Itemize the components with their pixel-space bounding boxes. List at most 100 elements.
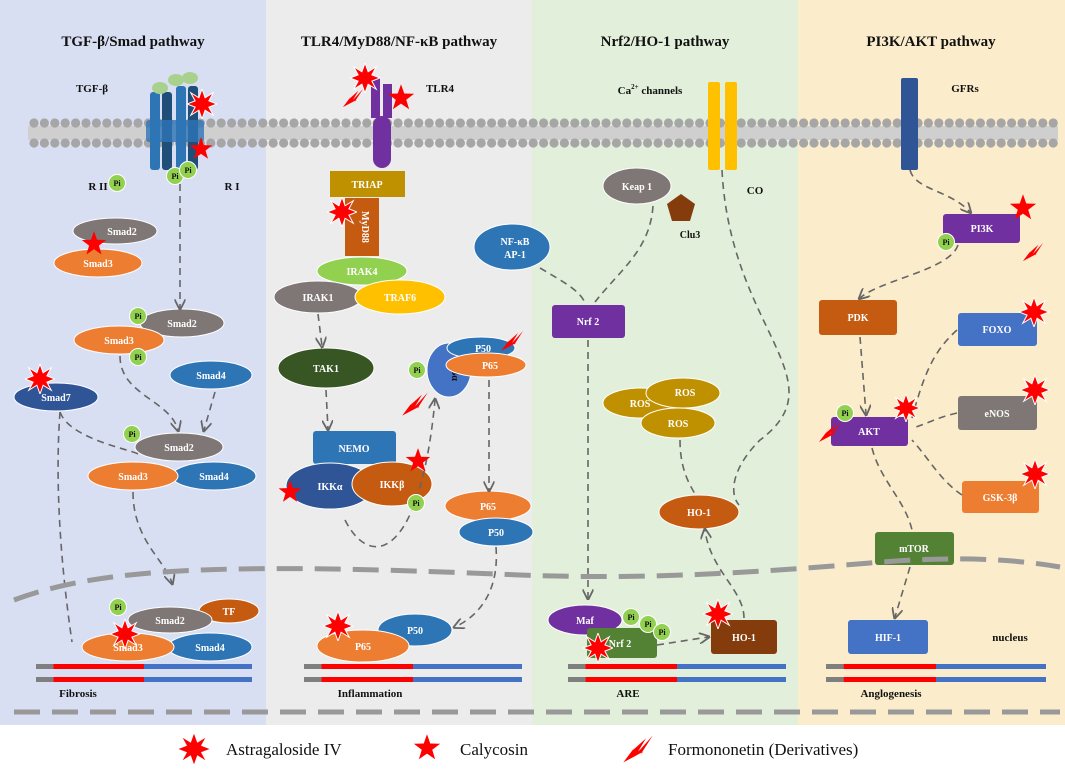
lipid-head (351, 118, 361, 128)
lipid-head (497, 138, 507, 148)
phosphate-pi: Pi (407, 494, 425, 512)
lipid-head (632, 138, 642, 148)
lipid-head (851, 118, 861, 128)
lipid-head (851, 138, 861, 148)
svg-text:P50: P50 (488, 528, 504, 539)
dna-segment (413, 677, 522, 682)
lipid-head (944, 118, 954, 128)
lipid-head (663, 118, 674, 128)
lipid-head (528, 118, 538, 128)
lipid-head (1027, 138, 1037, 148)
dna-segment (53, 664, 144, 669)
label-nucleus: nucleus (992, 632, 1028, 644)
svg-text:Pi: Pi (841, 409, 849, 418)
lipid-head (695, 138, 705, 148)
p50-translocating: P50 (458, 517, 534, 547)
p65-cyto: P65 (445, 352, 527, 378)
lipid-head (123, 118, 133, 128)
panel-title-nrf: Nrf2/HO-1 pathway (601, 34, 730, 50)
svg-text:P50: P50 (407, 626, 423, 637)
lipid-head (539, 138, 549, 148)
lipid-head (487, 118, 497, 128)
lipid-head (611, 138, 622, 148)
svg-text:FOXO: FOXO (983, 325, 1012, 336)
lipid-head (975, 138, 986, 148)
lipid-head (497, 118, 507, 128)
svg-text:Nrf 2: Nrf 2 (577, 317, 600, 328)
svg-text:IKKβ: IKKβ (380, 480, 405, 491)
lipid-head (757, 118, 767, 128)
phosphate-pi: Pi (639, 615, 657, 633)
keap1: Keap 1 (602, 167, 672, 205)
lipid-head (986, 138, 996, 148)
dna-segment (53, 677, 144, 682)
lipid-head (279, 118, 289, 128)
lipid-head (518, 138, 528, 148)
svg-text:IKKα: IKKα (317, 482, 342, 493)
svg-text:mTOR: mTOR (899, 544, 930, 555)
lipid-head (695, 118, 705, 128)
svg-text:Pi: Pi (413, 366, 421, 375)
lipid-head (299, 138, 309, 148)
lipid-head (414, 118, 424, 128)
lipid-head (871, 118, 882, 128)
lipid-head (539, 118, 549, 128)
svg-text:Pi: Pi (134, 353, 142, 362)
lipid-head (279, 138, 289, 148)
svg-text:PI3K: PI3K (971, 224, 994, 235)
lipid-head (435, 118, 445, 128)
lipid-head (955, 138, 965, 148)
nemo: NEMO (313, 431, 396, 464)
label-tlr4: TLR4 (426, 83, 455, 95)
svg-text:AP-1: AP-1 (504, 250, 526, 261)
svg-text:Smad7: Smad7 (41, 393, 70, 404)
lipid-head (882, 118, 892, 128)
lipid-head (445, 118, 455, 128)
lipid-head (133, 138, 143, 148)
lipid-head (258, 138, 268, 148)
smad7: Smad7 (13, 382, 99, 412)
lipid-head (601, 118, 611, 128)
lipid-head (393, 118, 403, 128)
svg-text:IRAK4: IRAK4 (346, 267, 377, 278)
svg-text:Pi: Pi (644, 620, 652, 629)
panel-title-tlr: TLR4/MyD88/NF-κB pathway (301, 34, 498, 50)
lipid-head (653, 118, 663, 128)
svg-text:TAK1: TAK1 (313, 364, 339, 375)
astragaloside-burst-icon (892, 394, 920, 422)
lipid-head (767, 138, 778, 148)
dna-segment (36, 677, 54, 682)
lipid-head (559, 138, 570, 148)
nrf2-cyto: Nrf 2 (552, 305, 625, 338)
lipid-head (310, 118, 320, 128)
svg-text:Smad4: Smad4 (195, 643, 224, 654)
svg-text:AKT: AKT (858, 427, 880, 438)
svg-text:P65: P65 (482, 361, 498, 372)
lipid-head (466, 118, 476, 128)
lipid-head (403, 118, 413, 128)
maf: Maf (547, 604, 623, 636)
lipid-head (445, 138, 455, 148)
astragaloside-burst-icon (323, 611, 353, 641)
phosphate-pi: Pi (408, 361, 426, 379)
lipid-head (632, 118, 642, 128)
lipid-head (1048, 138, 1058, 148)
lipid-head (778, 138, 788, 148)
cell-membrane (28, 118, 1058, 148)
lipid-head (559, 118, 570, 128)
lipid-head (923, 138, 934, 148)
lipid-head (580, 118, 590, 128)
lipid-head (237, 138, 247, 148)
lipid-head (892, 118, 902, 128)
svg-text:Maf: Maf (576, 616, 594, 627)
dna-segment (843, 664, 936, 669)
lipid-head (643, 138, 653, 148)
lipid-head (268, 138, 278, 148)
lipid-head (289, 118, 299, 128)
svg-text:Smad3: Smad3 (113, 643, 142, 654)
ikka: IKKα (285, 462, 375, 510)
lipid-head (102, 138, 112, 148)
lipid-head (341, 138, 351, 148)
triap: TRIAP (330, 171, 405, 197)
svg-text:Pi: Pi (171, 172, 179, 181)
